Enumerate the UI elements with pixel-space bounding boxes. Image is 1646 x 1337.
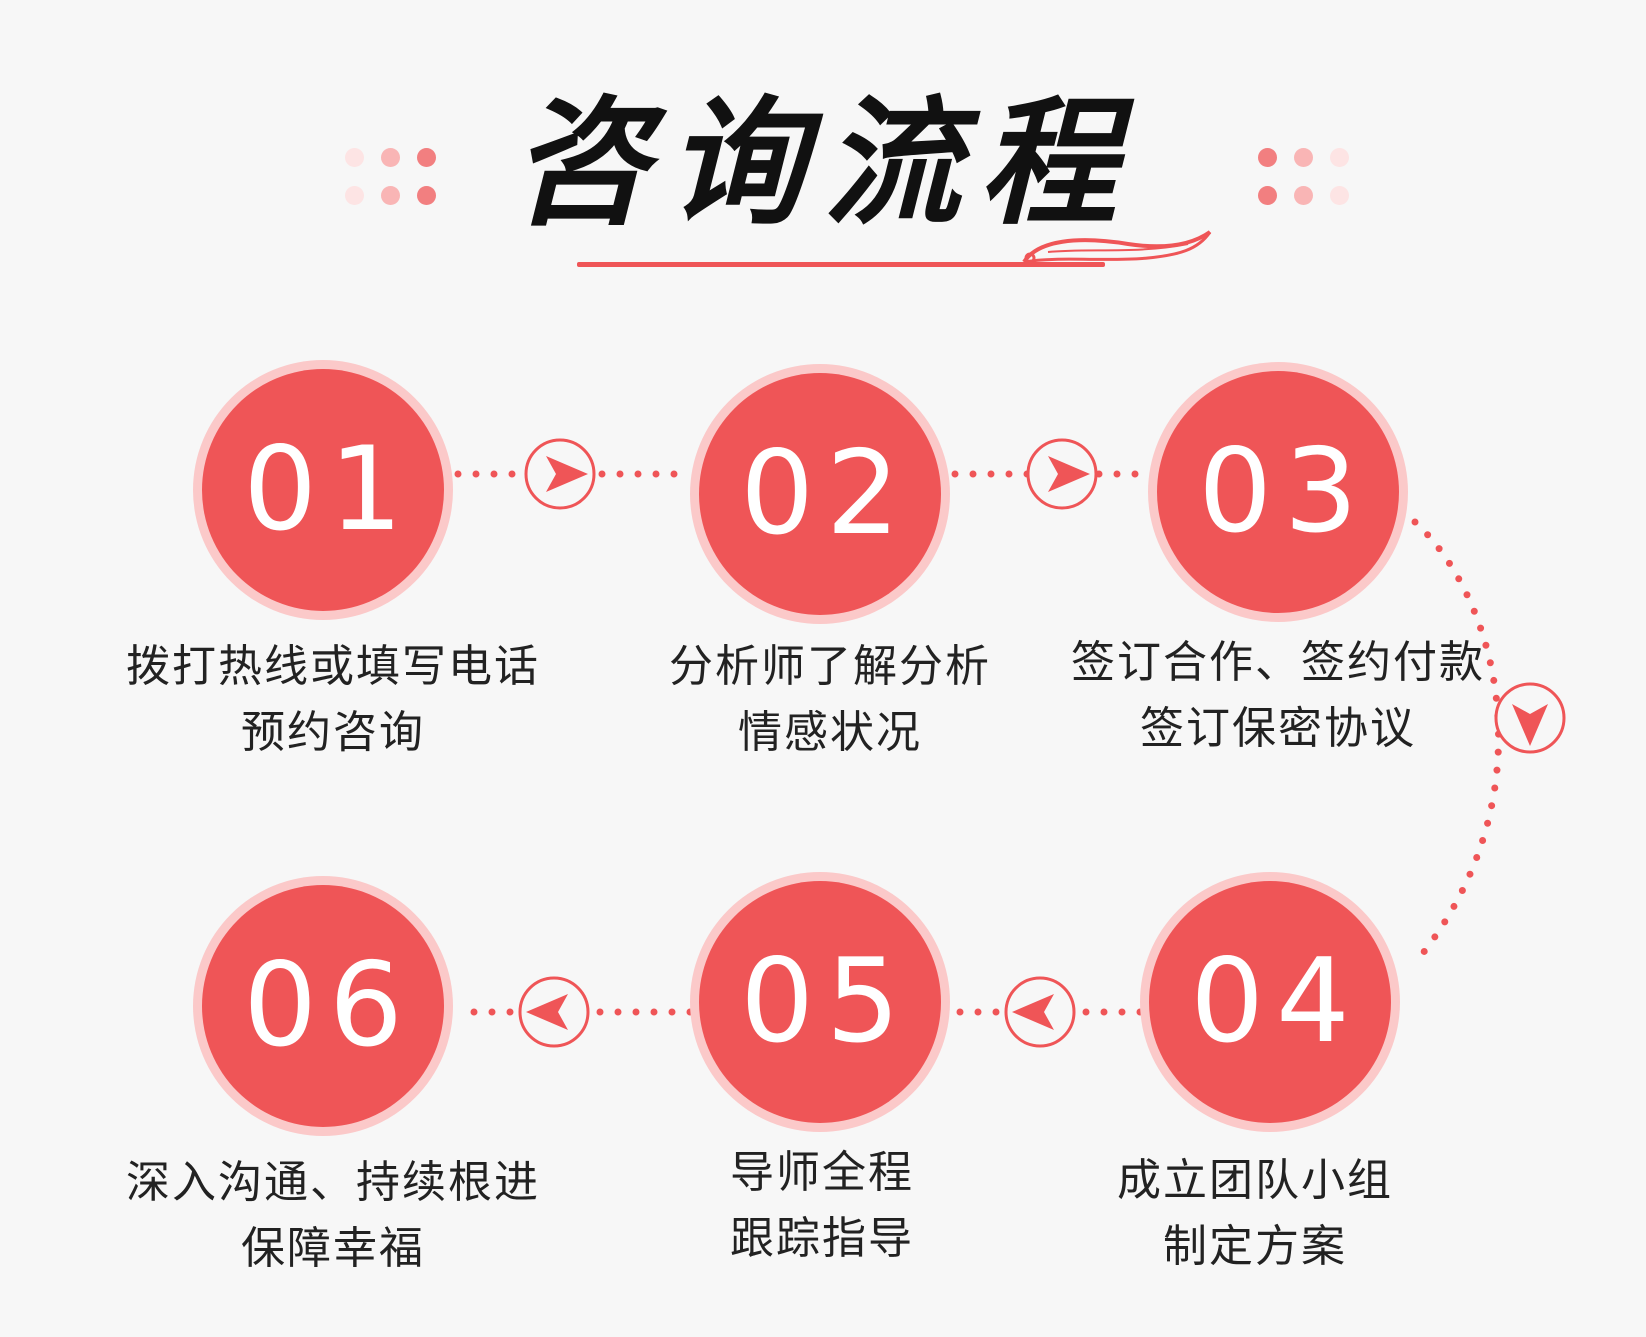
step-caption-line1: 签订合作、签约付款 — [1071, 637, 1485, 688]
step-caption-line1: 深入沟通、持续根进 — [126, 1157, 540, 1208]
step-03-circle: 03 — [1148, 362, 1408, 622]
step-02-caption: 分析师了解分析 情感状况 — [580, 634, 1080, 766]
step-number: 05 — [740, 934, 912, 1069]
step-caption-line2: 保障幸福 — [241, 1223, 425, 1274]
step-caption-line1: 分析师了解分析 — [669, 641, 991, 692]
step-number: 03 — [1198, 424, 1370, 559]
step-caption-line1: 拨打热线或填写电话 — [126, 641, 540, 692]
step-number: 04 — [1190, 934, 1362, 1069]
connector-03-04 — [1411, 518, 1502, 967]
step-caption-line2: 签订保密协议 — [1140, 703, 1416, 754]
title-underline — [577, 262, 1105, 267]
title-swash-ornament — [1022, 230, 1212, 264]
step-01-circle: 01 — [193, 360, 453, 620]
step-05-circle: 05 — [690, 872, 950, 1132]
step-caption-line2: 跟踪指导 — [730, 1213, 914, 1264]
step-caption-line2: 制定方案 — [1163, 1221, 1347, 1272]
step-caption-line1: 导师全程 — [730, 1147, 914, 1198]
page-title: 咨询流程 — [510, 83, 1135, 244]
step-caption-line2: 情感状况 — [738, 707, 922, 758]
step-caption-line2: 预约咨询 — [241, 707, 425, 758]
step-06-circle: 06 — [193, 876, 453, 1136]
step-caption-line1: 成立团队小组 — [1117, 1155, 1393, 1206]
step-01-caption: 拨打热线或填写电话 预约咨询 — [83, 634, 583, 766]
step-03-caption: 签订合作、签约付款 签订保密协议 — [1028, 630, 1528, 762]
arrow-circle-02-03 — [1026, 438, 1098, 510]
arrow-circle-04-05 — [1004, 976, 1076, 1048]
arrow-circle-03-04 — [1494, 682, 1566, 754]
step-05-caption: 导师全程 跟踪指导 — [572, 1140, 1072, 1272]
step-04-caption: 成立团队小组 制定方案 — [1005, 1148, 1505, 1280]
step-02-circle: 02 — [690, 364, 950, 624]
arrow-circle-05-06 — [518, 976, 590, 1048]
step-number: 02 — [740, 426, 912, 561]
step-number: 01 — [243, 422, 415, 557]
step-number: 06 — [243, 938, 415, 1073]
arrow-circle-01-02 — [524, 438, 596, 510]
step-06-caption: 深入沟通、持续根进 保障幸福 — [83, 1150, 583, 1282]
step-04-circle: 04 — [1140, 872, 1400, 1132]
